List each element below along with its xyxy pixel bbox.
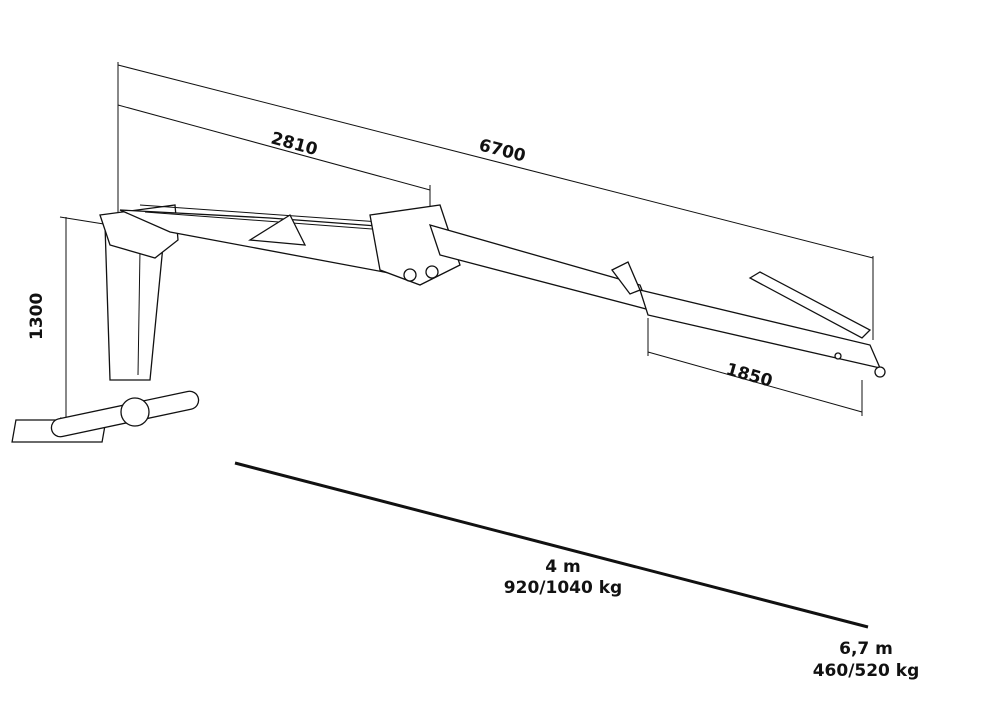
dimension-6700-label: 6700 <box>477 135 528 166</box>
near-load-label: 920/1040 kg <box>504 578 622 598</box>
dimension-2810: 2810 <box>117 104 431 215</box>
far-load-label: 460/520 kg <box>813 661 920 681</box>
far-reach-label: 6,7 m <box>839 639 893 659</box>
reach-line <box>234 461 869 629</box>
dimension-1850-label: 1850 <box>724 360 775 392</box>
outer-boom <box>428 224 886 378</box>
crane-base <box>11 390 200 443</box>
near-reach-label: 4 m <box>545 557 580 577</box>
crane-column <box>99 204 179 381</box>
main-boom <box>119 204 461 286</box>
dimension-6700: 6700 <box>117 62 874 340</box>
dimension-1300-label: 1300 <box>27 293 47 340</box>
dimension-1300: 1300 <box>27 216 111 419</box>
dimension-2810-label: 2810 <box>269 129 320 161</box>
